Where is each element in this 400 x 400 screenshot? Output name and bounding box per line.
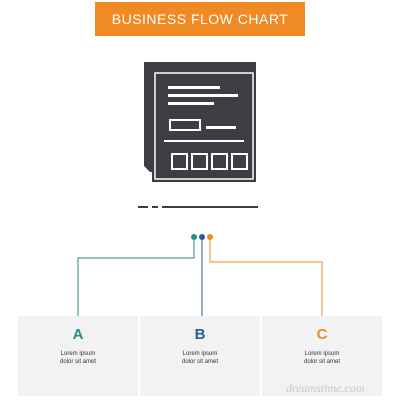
step-text-b: Lorem ipsum dolor sit amet [140,350,260,366]
step-line1-b: Lorem ipsum [182,351,218,357]
step-panel-a: A Lorem ipsum dolor sit amet [18,316,138,396]
step-line1-a: Lorem ipsum [60,351,96,357]
page-title: BUSINESS FLOW CHART [111,11,289,27]
connector-c [209,240,323,318]
step-letter-c: C [316,326,328,343]
step-text-a: Lorem ipsum dolor sit amet [18,350,138,366]
dot-a [191,234,197,240]
step-text-c: Lorem ipsum dolor sit amet [262,350,382,366]
step-letter-a: A [72,326,84,343]
connector-a [77,240,195,318]
step-line1-c: Lorem ipsum [304,351,340,357]
dot-b [199,234,205,240]
title-banner: BUSINESS FLOW CHART [95,2,305,36]
step-line2-b: dolor sit amet [181,359,218,365]
web-page-wireframe-icon [138,62,258,208]
dot-c [207,234,213,240]
step-letter-b: B [194,326,206,343]
step-panel-b: B Lorem ipsum dolor sit amet [140,316,260,396]
step-line2-c: dolor sit amet [303,359,340,365]
watermark-text: dreamstime.com [286,381,365,395]
step-panel-c: C Lorem ipsum dolor sit amet [262,316,382,396]
step-line2-a: dolor sit amet [59,359,96,365]
